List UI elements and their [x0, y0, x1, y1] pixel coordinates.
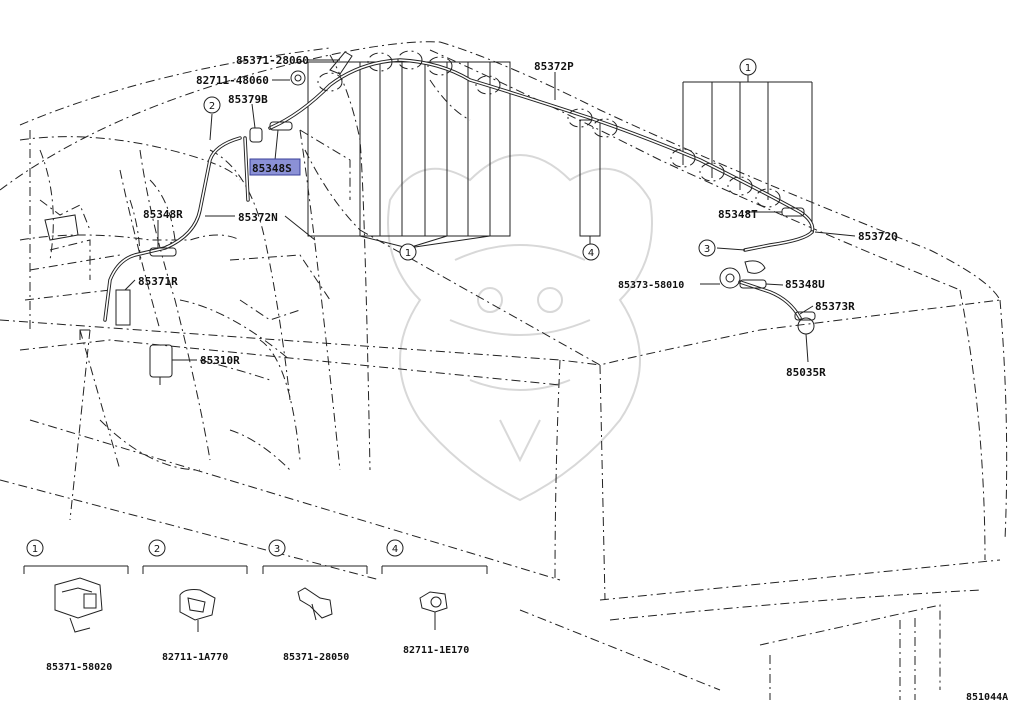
- clip-85371-28060-icon: [329, 51, 353, 75]
- callout-1-rear: [739, 58, 757, 76]
- callout-2: [203, 96, 221, 114]
- svg-text:2: 2: [154, 544, 160, 555]
- leader-lines: [124, 59, 856, 363]
- label-85348r: 85348R: [143, 208, 183, 221]
- connector-85348u-icon: [744, 260, 766, 274]
- legend-part-82711-1a770: 82711-1A770: [162, 652, 228, 663]
- washer-hose-network: [103, 58, 815, 322]
- small-parts: [44, 51, 816, 385]
- legend-panel: 1 85371-58020 2 82711-1A770: [23, 539, 488, 673]
- clamp-82711-48060-icon: [290, 70, 306, 86]
- legend-item-2: 2 82711-1A770: [142, 539, 248, 663]
- connector-85348s-icon: [269, 121, 293, 131]
- clip-85371r-icon: [115, 289, 131, 326]
- svg-text:1: 1: [745, 63, 751, 74]
- bracket-85371-58020-icon: [54, 577, 103, 633]
- label-85348s[interactable]: 85348S: [252, 162, 292, 175]
- part-labels: 85371-28060 82711-48060 85379B 85348S 85…: [138, 54, 898, 379]
- svg-text:2: 2: [209, 101, 215, 112]
- label-82711-48060: 82711-48060: [196, 74, 269, 87]
- svg-text:3: 3: [704, 244, 710, 255]
- label-85372n: 85372N: [238, 211, 278, 224]
- label-85379b: 85379B: [228, 93, 268, 106]
- clamp-82711-1a770-icon: [179, 589, 216, 632]
- diagram-id: 851044A: [966, 692, 1008, 703]
- label-85310r: 85310R: [200, 354, 240, 367]
- label-85372p: 85372P: [534, 60, 574, 73]
- svg-text:1: 1: [32, 544, 38, 555]
- vehicle-body-outline: [0, 41, 1008, 700]
- hose-clamps: [317, 50, 781, 208]
- clip-85371-28050-icon: [297, 587, 333, 621]
- legend-part-85371-28050: 85371-28050: [283, 652, 349, 663]
- svg-text:1: 1: [405, 248, 411, 259]
- label-85371r: 85371R: [138, 275, 178, 288]
- label-85348t: 85348T: [718, 208, 758, 221]
- legend-item-4: 4 82711-1E170: [381, 539, 488, 656]
- rear-bracket-group: [682, 75, 813, 222]
- connector-85348r-icon: [149, 247, 177, 257]
- legend-item-1: 1 85371-58020: [23, 539, 129, 673]
- svg-text:3: 3: [274, 544, 280, 555]
- label-85371-28060: 85371-28060: [236, 54, 309, 67]
- legend-part-85371-58020: 85371-58020: [46, 662, 112, 673]
- label-85348u: 85348U: [785, 278, 825, 291]
- curtain-bracket-group: [307, 61, 601, 249]
- svg-text:4: 4: [588, 248, 594, 259]
- label-85373-58010: 85373-58010: [618, 280, 684, 291]
- hose-85373r-icon: [794, 311, 816, 321]
- clamp-82711-1e170-icon: [419, 591, 448, 630]
- grommet-85379b-icon: [249, 127, 263, 143]
- check-valve-85373-58010-icon: [719, 267, 741, 289]
- callout-3: [698, 239, 716, 257]
- diagram-callouts: 1 2 1 4 3: [203, 58, 757, 261]
- legend-item-3: 3 85371-28050: [262, 539, 368, 663]
- legend-part-82711-1e170: 82711-1E170: [403, 645, 469, 656]
- svg-text:4: 4: [392, 544, 398, 555]
- callout-4: [582, 243, 600, 261]
- label-85372q: 85372Q: [858, 230, 898, 243]
- label-85373r: 85373R: [815, 300, 855, 313]
- callout-1-front: [399, 243, 417, 261]
- highlight-85348s: [249, 158, 301, 176]
- watermark-emblem: [387, 154, 653, 502]
- washer-pump-85310r-icon: [149, 344, 173, 378]
- label-85035r: 85035R: [786, 366, 826, 379]
